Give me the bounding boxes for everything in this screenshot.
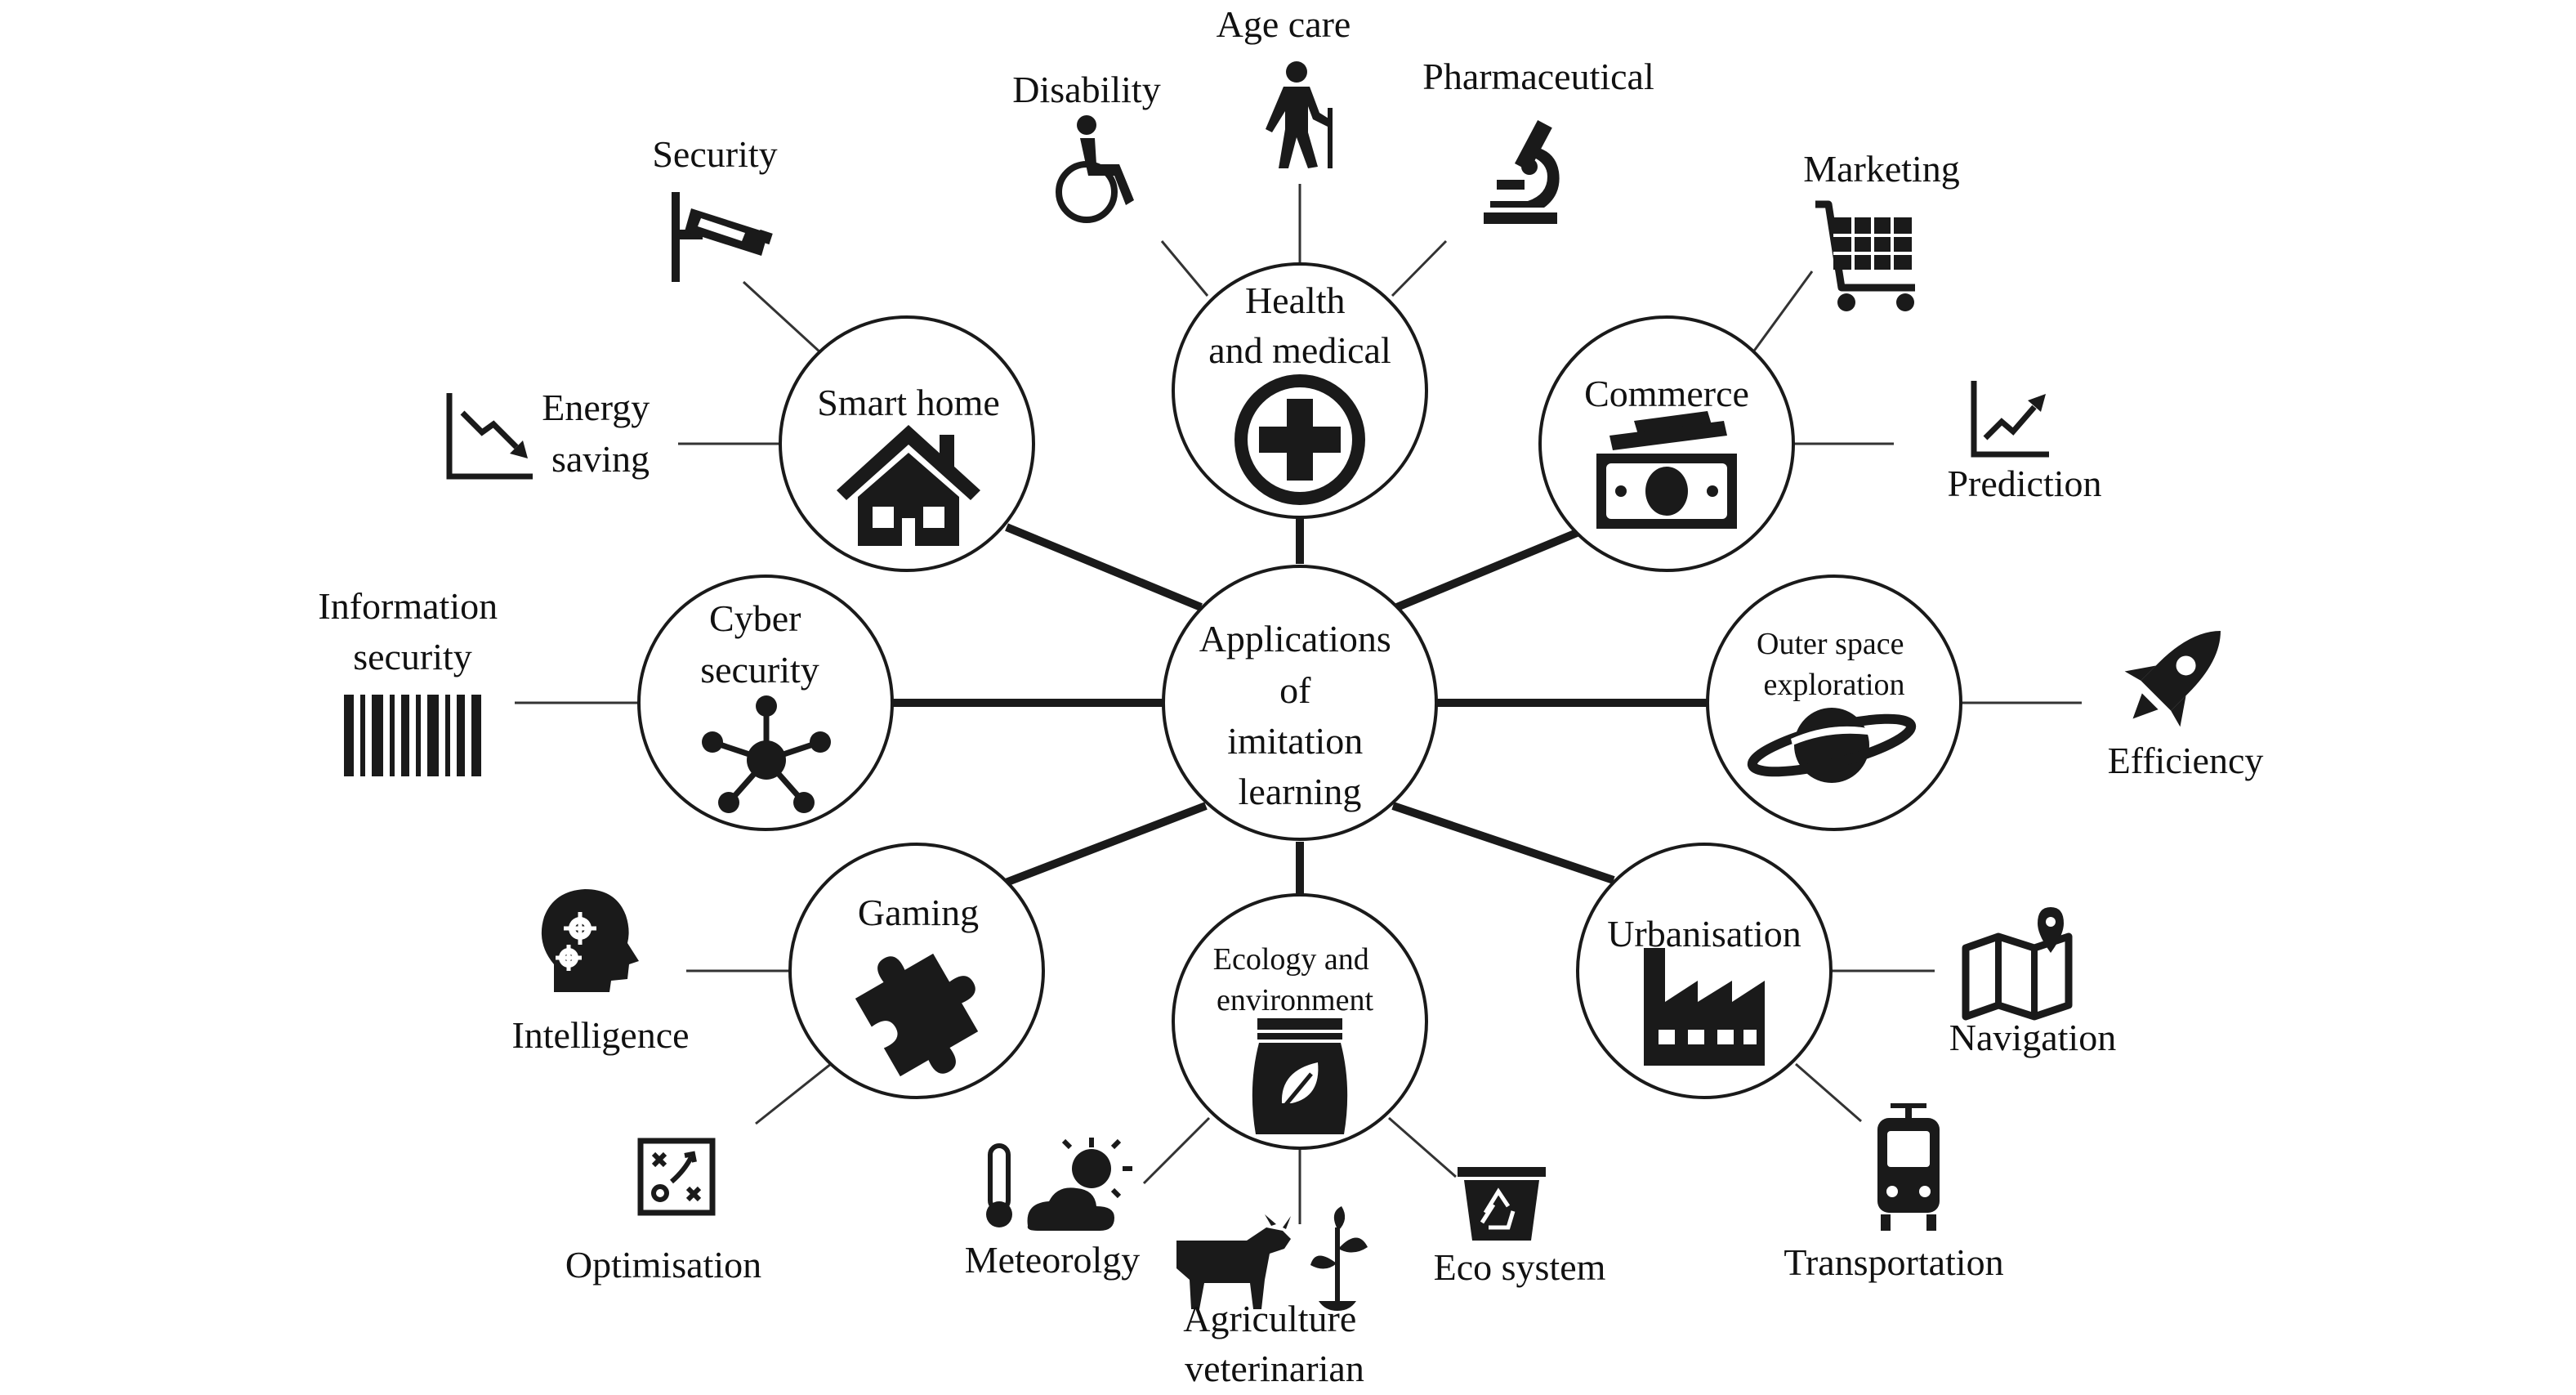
medical-cross-icon — [1234, 374, 1365, 505]
barcode-icon — [344, 695, 481, 776]
hub-commerce-circle — [1538, 315, 1795, 572]
connector-pharmaceutical — [1391, 239, 1448, 297]
tram-icon — [1877, 1103, 1940, 1231]
spoke-smart-home — [1005, 523, 1203, 611]
map-pin-icon — [1962, 907, 2073, 1021]
rocket-icon — [2124, 631, 2221, 727]
hub-health-label: Health and medical — [1208, 279, 1391, 371]
head-gears-icon — [541, 889, 639, 992]
elderly-person-icon — [1266, 61, 1333, 168]
hub-urbanisation-label: Urbanisation — [1607, 913, 1801, 955]
leaf-intelligence-label: Intelligence — [511, 1014, 689, 1056]
wheelchair-icon — [1056, 115, 1134, 223]
strategy-board-icon — [637, 1138, 716, 1216]
trend-down-chart-icon — [446, 393, 533, 480]
leaf-security-label: Security — [652, 133, 777, 175]
hub-urbanisation-circle — [1576, 843, 1833, 1099]
leaf-prediction-label: Prediction — [1947, 463, 2101, 504]
connector-disability — [1160, 240, 1209, 297]
leaf-energy-saving-label: Energy saving — [542, 387, 659, 480]
leaf-age-care-label: Age care — [1217, 3, 1351, 45]
leaf-disability-label: Disability — [1012, 69, 1160, 110]
weather-icon — [986, 1138, 1132, 1231]
network-icon — [702, 695, 831, 813]
spoke-commerce — [1391, 529, 1578, 613]
center-circle — [1162, 565, 1438, 841]
leaf-eco-system-label: Eco system — [1434, 1246, 1606, 1288]
cow-plant-icon — [1176, 1206, 1368, 1311]
leaf-optimisation-label: Optimisation — [565, 1244, 761, 1285]
leaf-efficiency-label: Efficiency — [2108, 740, 2264, 781]
connector-marketing — [1751, 271, 1814, 354]
connector-optimisation — [755, 1059, 836, 1125]
trend-up-chart-icon — [1971, 381, 2049, 458]
hub-spokes — [891, 515, 1708, 897]
connector-transportation — [1795, 1062, 1862, 1123]
connector-security — [742, 280, 823, 355]
connector-eco-system — [1388, 1116, 1457, 1178]
shopping-cart-icon — [1815, 200, 1915, 311]
hub-cyber-label: Cyber security — [700, 597, 819, 691]
compost-bag-icon — [1252, 1018, 1348, 1134]
leaf-connectors — [515, 184, 2082, 1224]
factory-icon — [1644, 948, 1765, 1066]
hub-ecology-label: Ecology and environment — [1213, 942, 1377, 1017]
leaf-marketing-label: Marketing — [1803, 148, 1960, 190]
spoke-gaming — [1004, 802, 1208, 887]
leaf-navigation-label: Navigation — [1949, 1017, 2116, 1058]
money-icon — [1596, 411, 1737, 529]
center-label: Applications of imitation learning — [1199, 618, 1401, 812]
hub-smart-home-label: Smart home — [817, 382, 1000, 423]
hub-gaming-label: Gaming — [858, 892, 979, 933]
hub-commerce-label: Commerce — [1584, 373, 1749, 414]
hub-outer-space-label: Outer space exploration — [1757, 627, 1912, 702]
puzzle-icon — [855, 953, 979, 1077]
recycle-bin-icon — [1458, 1167, 1546, 1241]
leaf-meteorology-label: Meteorolgy — [965, 1239, 1141, 1281]
leaf-pharmaceutical-label: Pharmaceutical — [1422, 56, 1654, 97]
leaf-agriculture-label: Agriculture veterinarian — [1183, 1298, 1366, 1389]
spoke-urbanisation — [1391, 802, 1615, 884]
leaf-transportation-label: Transportation — [1784, 1241, 2003, 1283]
house-icon — [837, 425, 980, 546]
connector-meteorology — [1142, 1116, 1211, 1185]
microscope-icon — [1484, 120, 1560, 224]
leaf-information-security-label: Information security — [318, 585, 507, 677]
planet-icon — [1747, 708, 1917, 783]
hub-outer-space-circle — [1706, 575, 1962, 831]
cctv-camera-icon — [672, 192, 773, 282]
